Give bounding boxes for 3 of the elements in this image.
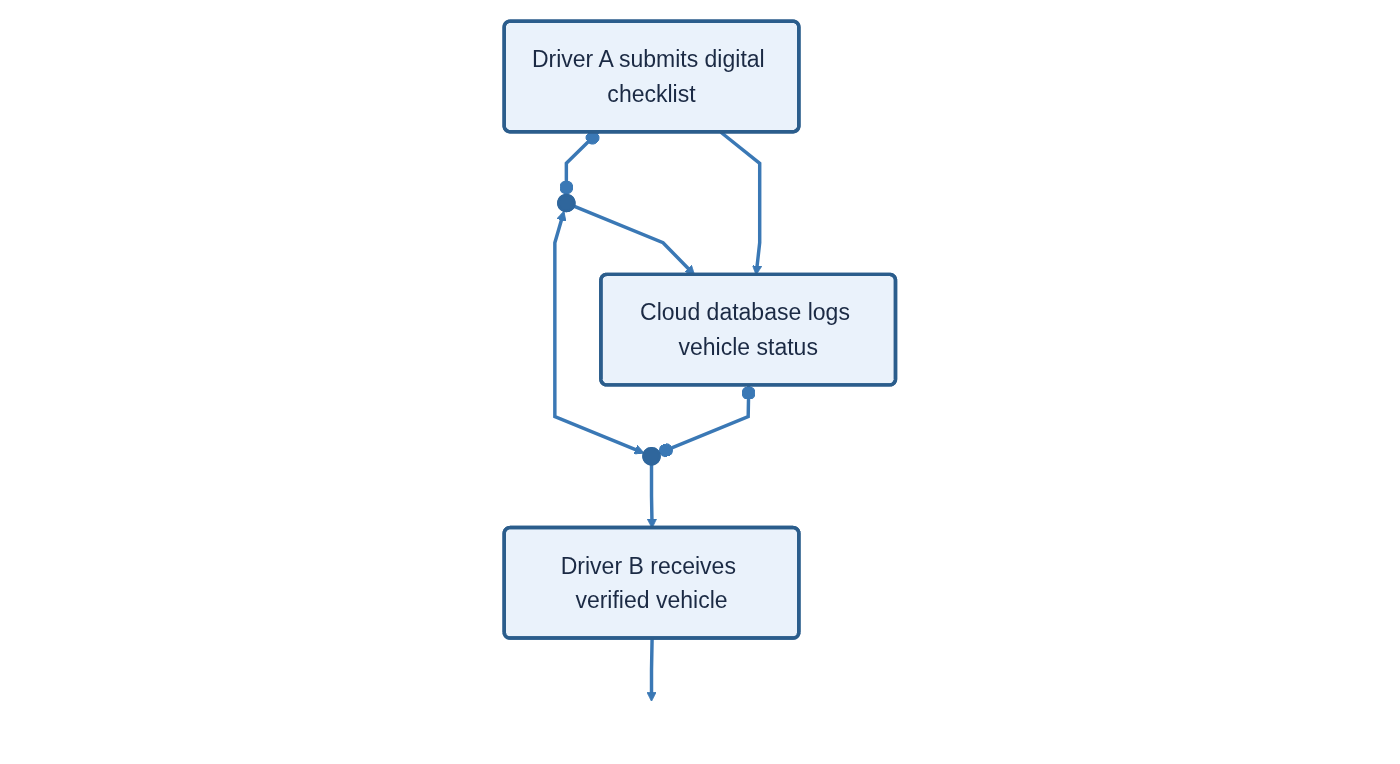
arrow	[646, 638, 657, 702]
arrow	[553, 210, 645, 455]
connector	[658, 385, 756, 458]
